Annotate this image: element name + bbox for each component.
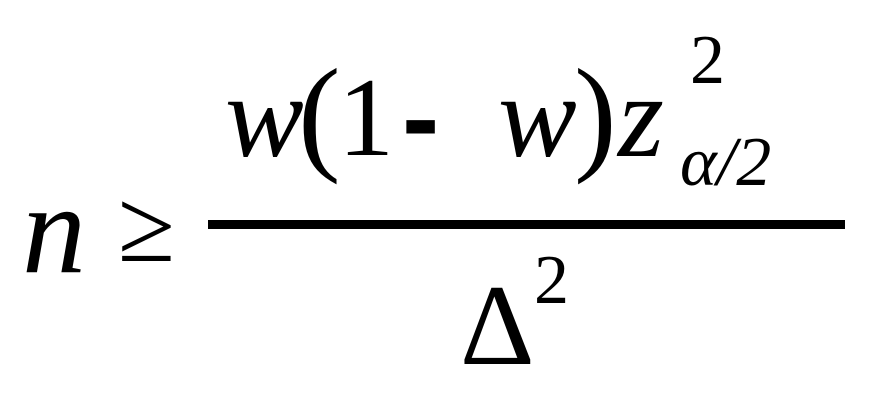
variable-w-first: w [225,51,304,182]
number-one: 1 [338,56,394,180]
greater-equal-sign: ≥ [118,169,176,284]
fraction-bar [208,220,845,229]
delta-symbol: Δ [460,262,535,390]
z-superscript: 2 [690,22,725,99]
z-subscript: α/2 [680,124,772,201]
left-parenthesis: ( [298,43,341,185]
variable-w-second: w [498,51,577,182]
delta-superscript: 2 [534,242,569,319]
variable-z: z [618,51,664,182]
right-parenthesis: ) [574,43,617,185]
variable-n: n [22,158,86,300]
minus-sign: - [402,55,440,180]
